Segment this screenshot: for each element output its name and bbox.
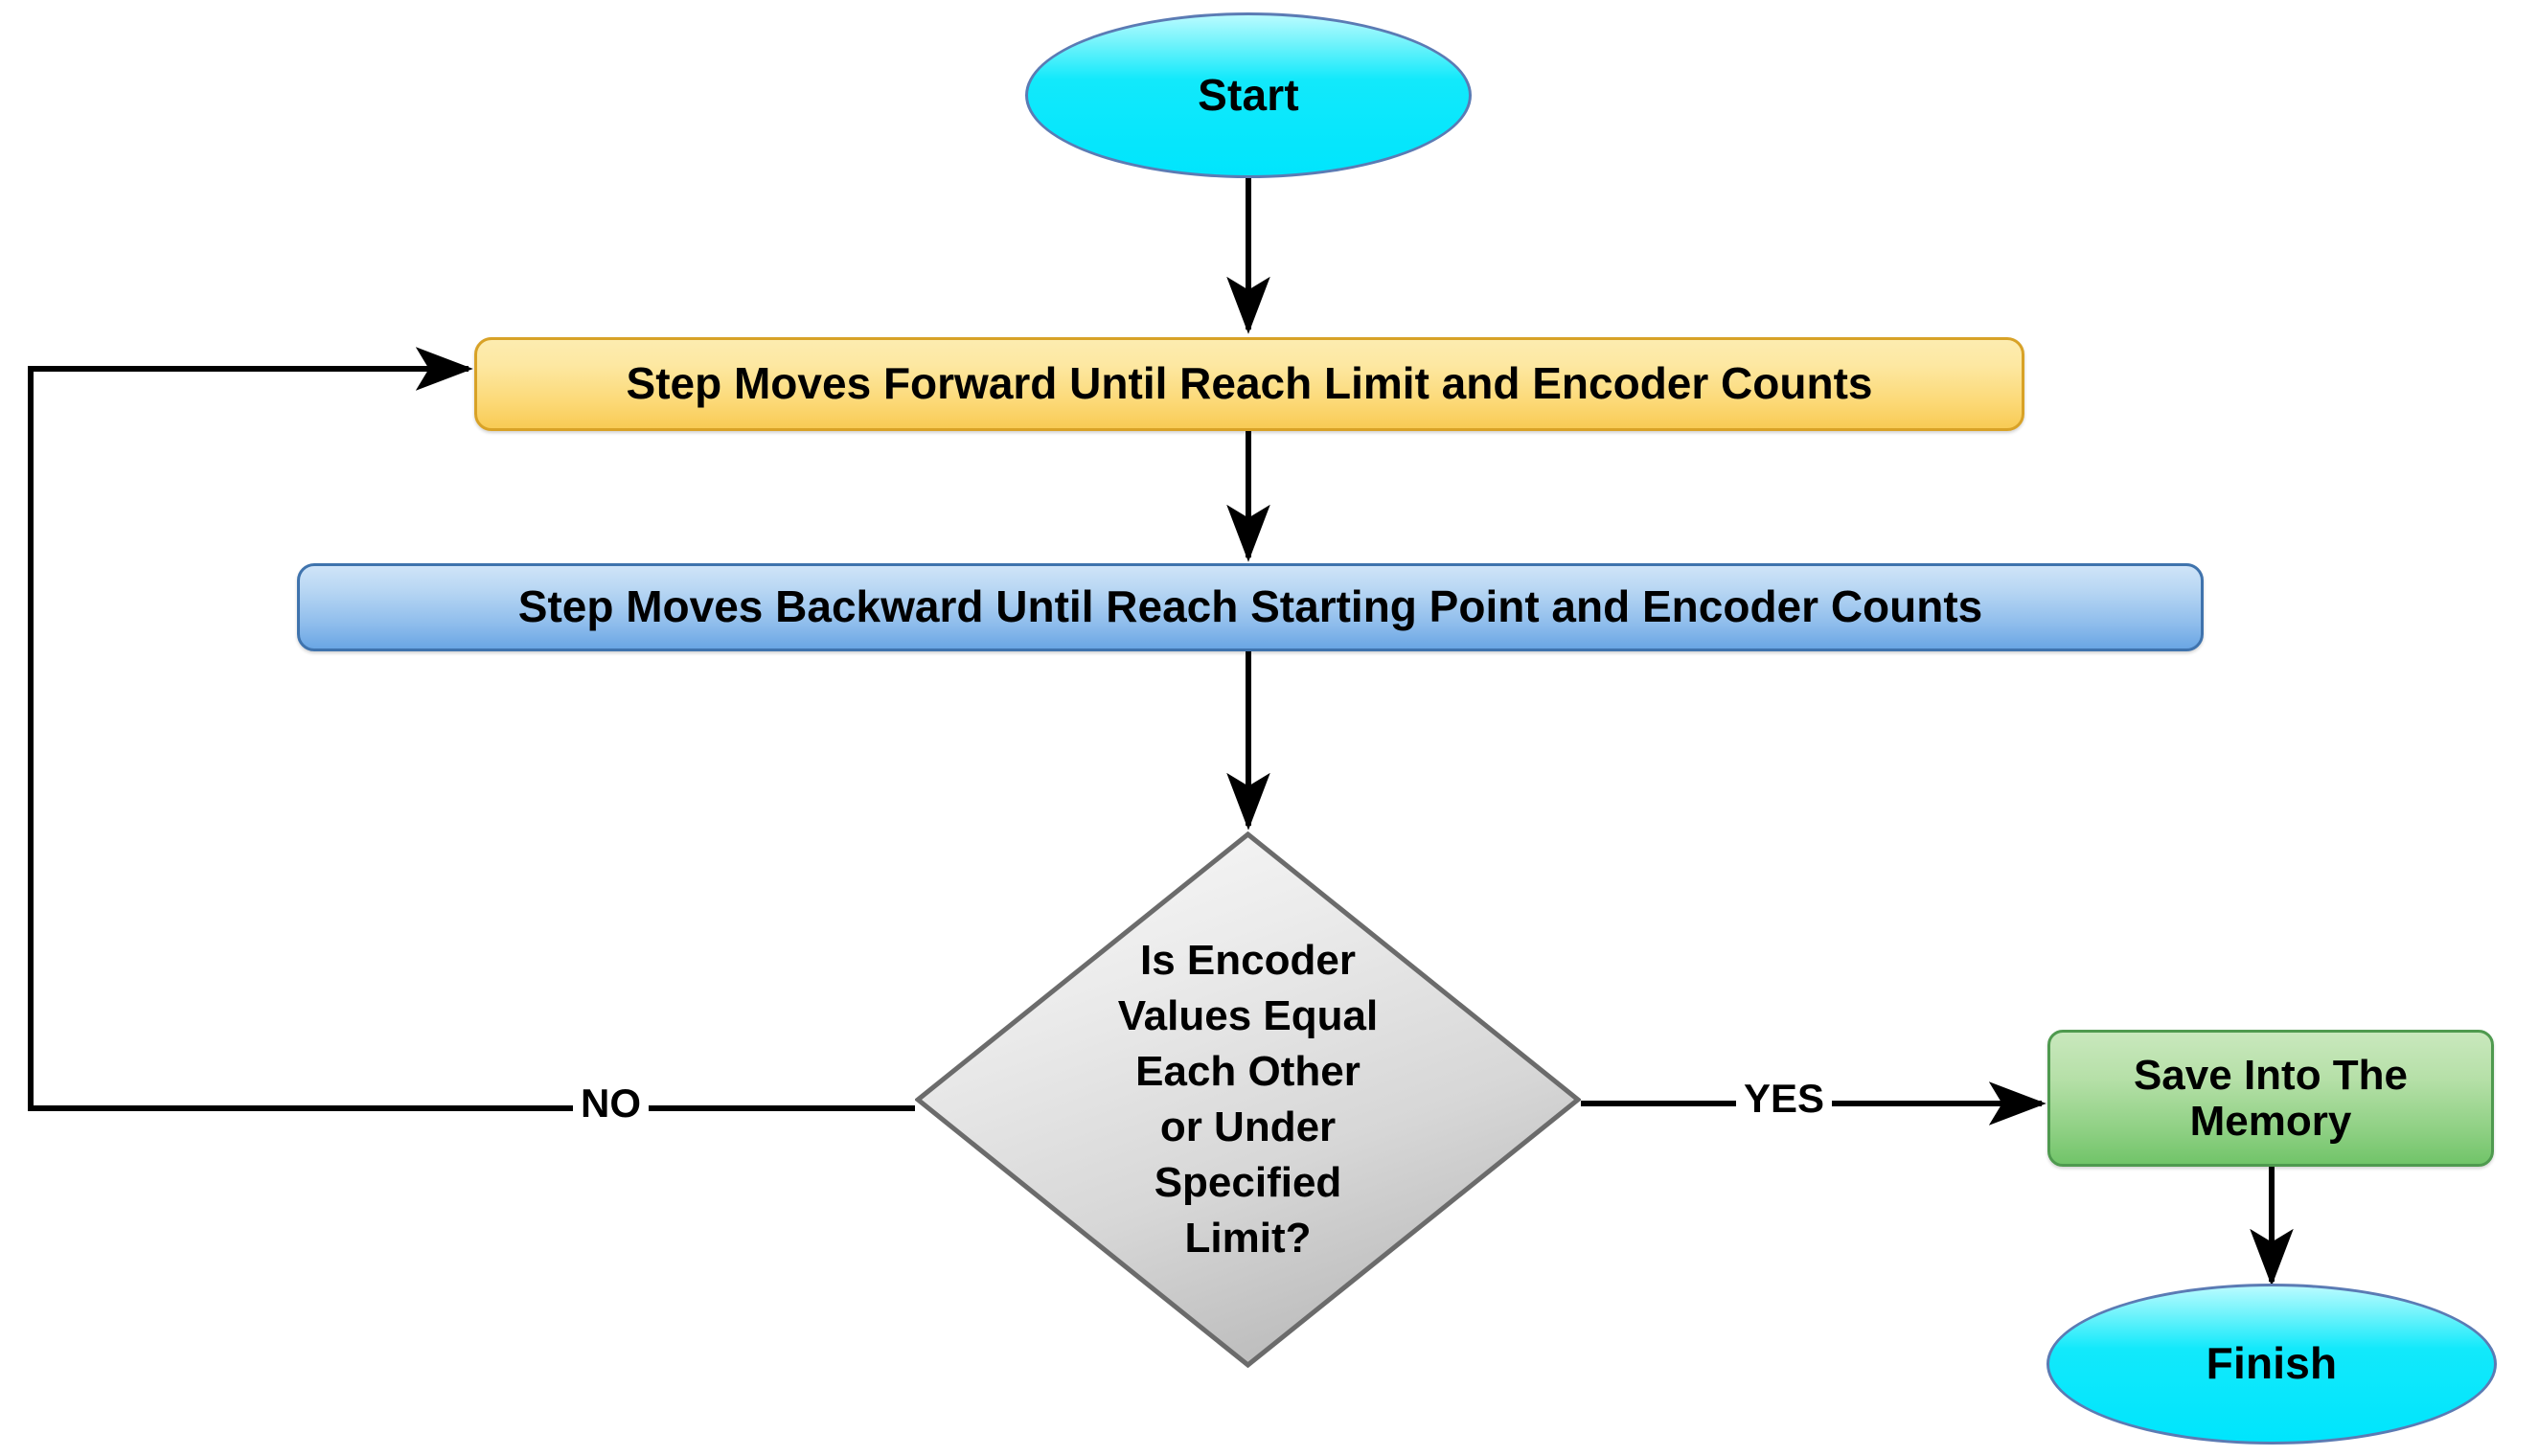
- node-finish[interactable]: Finish: [2046, 1284, 2497, 1445]
- edge-decision-no-loop: [28, 347, 915, 1111]
- node-step-moves-backward[interactable]: Step Moves Backward Until Reach Starting…: [297, 563, 2204, 651]
- node-decision-label: Is Encoder Values Equal Each Other or Un…: [1117, 936, 1379, 1263]
- node-finish-label: Finish: [2206, 1338, 2338, 1389]
- edge-label-yes: YES: [1736, 1076, 1833, 1122]
- node-decision-encoder-values[interactable]: Is Encoder Values Equal Each Other or Un…: [915, 831, 1581, 1368]
- node-save-into-memory-label: Save Into The Memory: [2133, 1051, 2409, 1145]
- node-step-moves-backward-label: Step Moves Backward Until Reach Starting…: [517, 581, 1983, 632]
- node-step-moves-forward-label: Step Moves Forward Until Reach Limit and…: [626, 358, 1873, 409]
- decision-diamond-shape: [915, 831, 1581, 1368]
- node-save-into-memory[interactable]: Save Into The Memory: [2047, 1030, 2494, 1167]
- node-step-moves-forward[interactable]: Step Moves Forward Until Reach Limit and…: [474, 337, 2024, 431]
- node-start[interactable]: Start: [1025, 12, 1472, 178]
- edge-label-no: NO: [573, 1081, 649, 1126]
- node-start-label: Start: [1198, 69, 1299, 120]
